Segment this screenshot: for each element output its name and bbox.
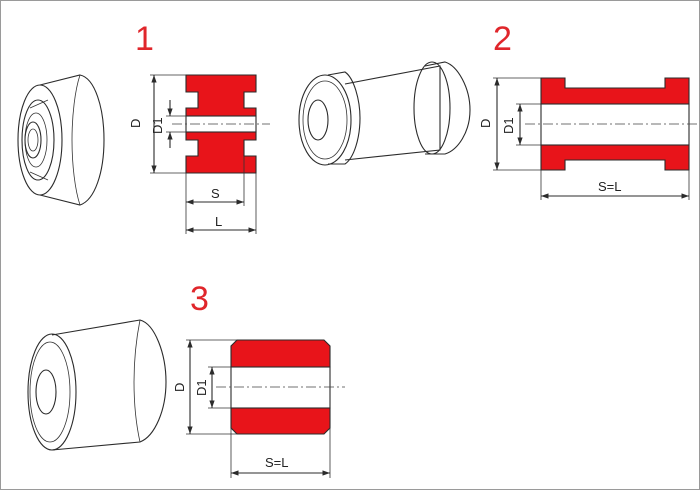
variant-3-number: 3 — [190, 280, 209, 318]
variant-1-dim-S: S — [211, 186, 220, 201]
variant-2-dim-D1: D1 — [501, 117, 516, 134]
variant-3-dim-S-equals-L: S=L — [265, 455, 289, 470]
variant-1-perspective-view — [17, 74, 105, 206]
variant-1-dim-D: D — [128, 119, 143, 128]
variant-2-dim-D: D — [478, 119, 493, 128]
variant-2-section-view: D D1 S=L — [478, 77, 700, 200]
variant-3-dim-D: D — [172, 383, 187, 392]
variant-2-dim-S-equals-L: S=L — [598, 179, 622, 194]
variant-3-perspective-view — [27, 319, 167, 451]
variant-3-section-view: D D1 S=L — [172, 339, 345, 478]
variant-2-perspective-view — [298, 61, 471, 166]
variant-1-section-view: D D1 S L — [128, 74, 270, 234]
variant-1-number: 1 — [135, 20, 154, 58]
variant-2: 2 D D1 — [298, 20, 700, 200]
variant-2-number: 2 — [493, 20, 512, 58]
variant-1-dim-D1: D1 — [150, 117, 165, 134]
variant-3-dim-D1: D1 — [194, 379, 209, 396]
variant-1: 1 D D1 — [17, 20, 270, 234]
variant-3: 3 D D1 S — [27, 280, 345, 478]
variant-1-dim-L: L — [215, 214, 222, 229]
